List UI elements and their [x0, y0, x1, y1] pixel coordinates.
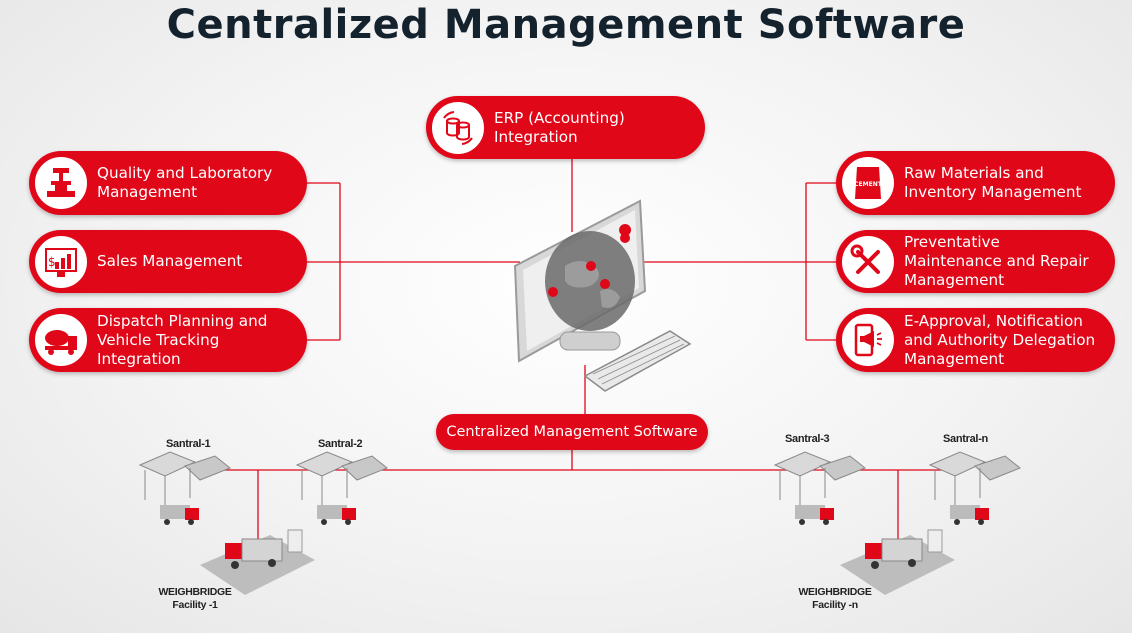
- erp-label: ERP (Accounting) Integration: [494, 108, 625, 146]
- lab-press-icon: [32, 154, 90, 212]
- weighbridge-label-1: WEIGHBRIDGE Facility -1: [158, 586, 232, 611]
- weighbridge-1: [200, 529, 315, 595]
- plant-label-1: Santral-1: [166, 438, 211, 450]
- approval-module[interactable]: E-Approval, Notification and Authority D…: [836, 308, 1115, 372]
- database-sync-icon: [429, 98, 487, 157]
- cement-bag-icon: CEMENT: [839, 154, 897, 212]
- plant-label-n: Santral-n: [943, 433, 988, 445]
- erp-integration-module[interactable]: ERP (Accounting) Integration: [426, 96, 705, 159]
- mixer-truck-icon: [32, 311, 90, 369]
- concrete-plant-n: [928, 451, 1021, 525]
- quality-lab-module[interactable]: Quality and Laboratory Management: [29, 151, 307, 215]
- phone-megaphone-icon: [839, 311, 897, 369]
- quality-label: Quality and Laboratory Management: [97, 164, 273, 201]
- dispatch-module[interactable]: Dispatch Planning and Vehicle Tracking I…: [29, 308, 307, 372]
- maintenance-module[interactable]: Preventative Maintenance and Repair Mana…: [836, 230, 1115, 293]
- wrench-screwdriver-icon: [839, 232, 897, 291]
- central-software-box[interactable]: Centralized Management Software: [436, 414, 708, 450]
- concrete-plant-1: [138, 451, 231, 525]
- sales-label: Sales Management: [97, 252, 243, 270]
- weighbridge-label-n: WEIGHBRIDGE Facility -n: [798, 586, 872, 611]
- sales-module[interactable]: $ Sales Management: [29, 230, 307, 293]
- concrete-plant-2: [295, 451, 388, 525]
- plant-label-2: Santral-2: [318, 438, 363, 450]
- sales-chart-icon: $: [32, 232, 90, 291]
- computer-monitor-icon: [513, 199, 692, 392]
- concrete-plant-3: [773, 451, 866, 525]
- svg-text:CEMENT: CEMENT: [854, 181, 883, 188]
- approval-label: E-Approval, Notification and Authority D…: [904, 311, 1096, 368]
- svg-text:$: $: [48, 255, 56, 269]
- weighbridge-n: [840, 529, 955, 595]
- dispatch-label: Dispatch Planning and Vehicle Tracking I…: [97, 311, 268, 368]
- raw-materials-module[interactable]: CEMENT Raw Materials and Inventory Manag…: [836, 151, 1115, 215]
- raw-materials-label: Raw Materials and Inventory Management: [904, 164, 1082, 201]
- page-title: Centralized Management Software: [166, 2, 966, 48]
- plant-label-3: Santral-3: [785, 433, 830, 445]
- maintenance-label: Preventative Maintenance and Repair Mana…: [904, 233, 1089, 289]
